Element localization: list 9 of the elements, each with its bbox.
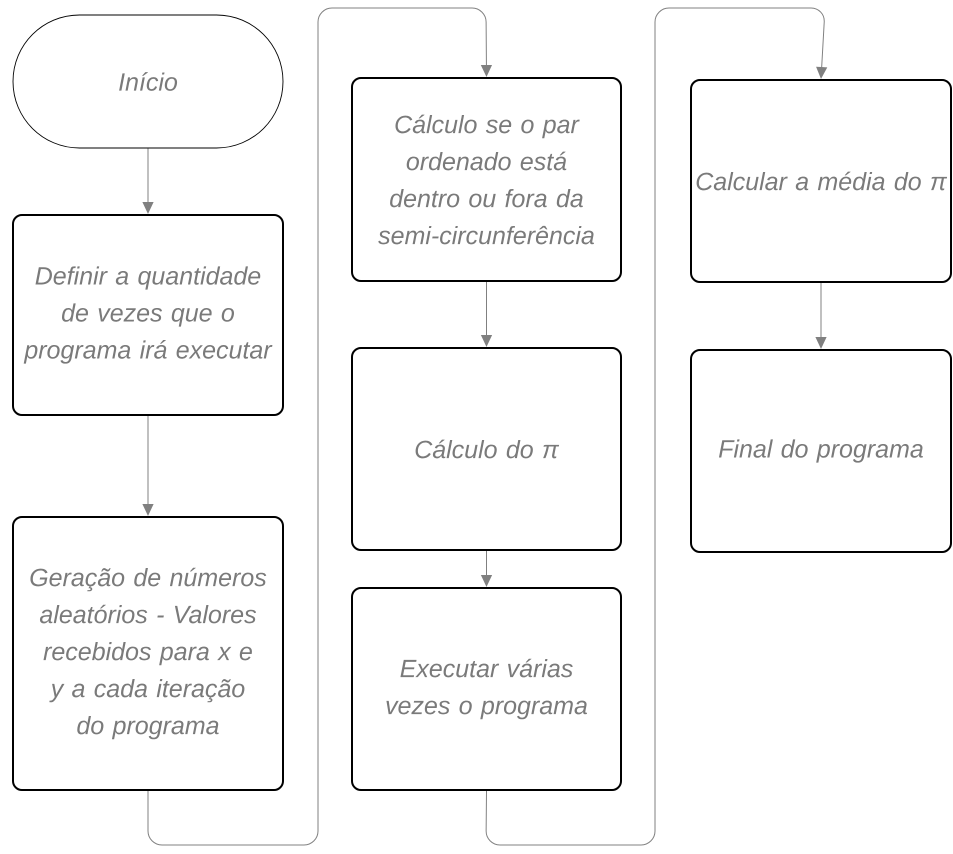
process-box: Final do programa bbox=[690, 349, 952, 553]
process-box: Executar várias vezes o programa bbox=[351, 587, 622, 791]
process-box: Calcular a média do π bbox=[690, 79, 952, 283]
process-box: Geração de números aleatórios - Valores recebidos para x e y a cada iteração do programa bbox=[12, 516, 284, 791]
arrow bbox=[148, 8, 492, 846]
process-box: Definir a quantidade de vezes que o programa irá executar bbox=[12, 214, 284, 416]
process-box: Cálculo do π bbox=[351, 347, 622, 551]
process-box: Cálculo se o par ordenado está dentro ou fora da semi-circunferência bbox=[351, 77, 622, 282]
arrow bbox=[486, 8, 828, 846]
